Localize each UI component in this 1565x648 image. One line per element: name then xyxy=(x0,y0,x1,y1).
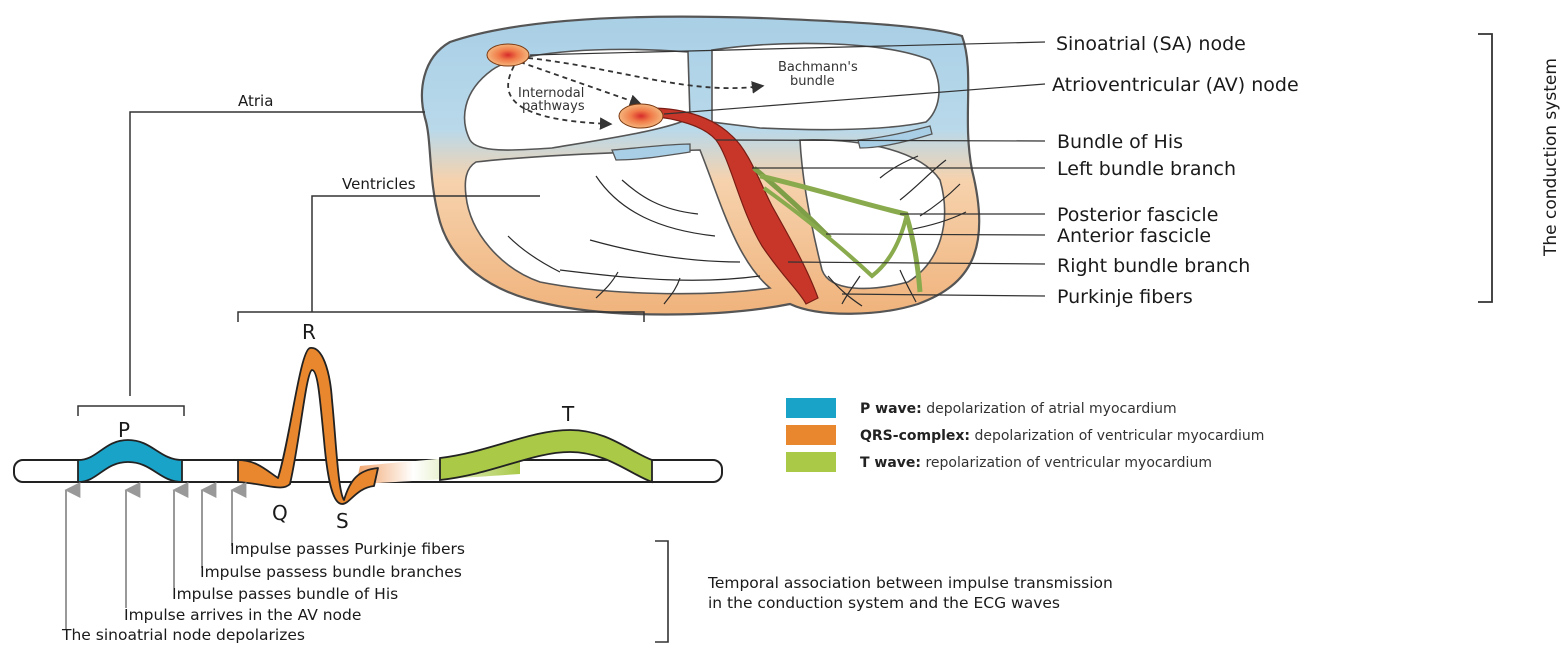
impulse-purkinje: Impulse passes Purkinje fibers xyxy=(230,540,465,558)
legend-item-qrs: QRS-complex: depolarization of ventricul… xyxy=(860,428,1264,444)
label-posterior-fascicle: Posterior fascicle xyxy=(1057,204,1218,226)
qrs-bracket xyxy=(238,312,644,322)
legend-text-qrs: depolarization of ventricular myocardium xyxy=(970,428,1264,444)
temporal-line1: Temporal association between impulse tra… xyxy=(707,574,1113,592)
wave-label-s: S xyxy=(336,509,349,533)
ventricles-label: Ventricles xyxy=(342,175,416,193)
impulse-sa-node: The sinoatrial node depolarizes xyxy=(61,626,305,644)
impulse-bundle-of-his: Impulse passes bundle of His xyxy=(172,585,398,603)
legend-term-p: P wave: xyxy=(860,401,922,417)
impulse-bundle-branches: Impulse passess bundle branches xyxy=(200,563,462,581)
label-bundle-of-his: Bundle of His xyxy=(1057,131,1183,153)
atria-label: Atria xyxy=(238,92,273,110)
conduction-system-label: The conduction system xyxy=(1541,58,1561,257)
legend-text-t: repolarization of ventricular myocardium xyxy=(921,455,1212,471)
impulse-bracket xyxy=(655,541,668,642)
wave-label-t: T xyxy=(561,402,575,426)
label-right-bundle-branch: Right bundle branch xyxy=(1057,255,1250,277)
bachmann-label-line2: bundle xyxy=(790,74,835,89)
legend-item-p: P wave: depolarization of atrial myocard… xyxy=(860,401,1177,417)
temporal-line2: in the conduction system and the ECG wav… xyxy=(708,594,1060,612)
internodal-label-line2: pathways xyxy=(522,99,585,114)
legend-swatch-qrs xyxy=(786,425,836,445)
label-av-node: Atrioventricular (AV) node xyxy=(1052,74,1299,96)
conduction-system-bracket xyxy=(1478,34,1492,302)
wave-label-q: Q xyxy=(272,501,288,525)
label-sa-node: Sinoatrial (SA) node xyxy=(1056,33,1246,55)
legend-swatch-p xyxy=(786,398,836,418)
heart-illustration: Internodal pathways Bachmann's bundle xyxy=(422,17,979,315)
legend: P wave: depolarization of atrial myocard… xyxy=(786,398,1264,472)
label-purkinje-fibers: Purkinje fibers xyxy=(1057,286,1193,308)
legend-swatch-t xyxy=(786,452,836,472)
atria-bracket xyxy=(130,112,425,396)
bachmann-label-line1: Bachmann's xyxy=(778,60,858,75)
legend-text-p: depolarization of atrial myocardium xyxy=(922,401,1177,417)
label-anterior-fascicle: Anterior fascicle xyxy=(1057,225,1211,247)
label-left-bundle-branch: Left bundle branch xyxy=(1057,158,1236,180)
impulse-av-node: Impulse arrives in the AV node xyxy=(124,606,361,624)
legend-term-t: T wave: xyxy=(860,455,921,471)
wave-label-r: R xyxy=(302,320,316,344)
wave-label-p: P xyxy=(118,418,130,442)
sa-node xyxy=(487,44,529,66)
legend-item-t: T wave: repolarization of ventricular my… xyxy=(860,455,1212,471)
p-wave-bracket xyxy=(78,406,184,416)
av-node xyxy=(619,104,663,128)
legend-term-qrs: QRS-complex: xyxy=(860,428,970,444)
